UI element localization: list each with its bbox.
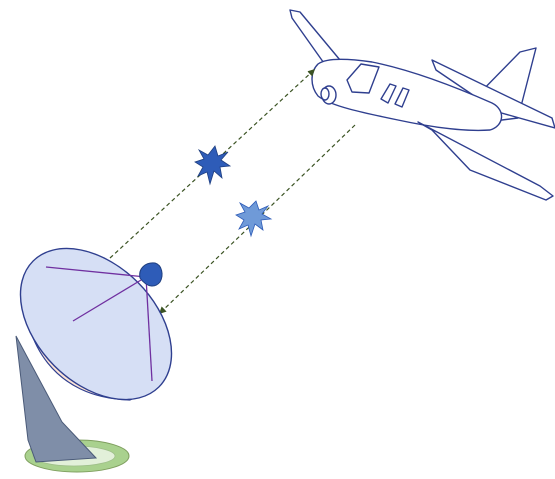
aircraft-nose-ring xyxy=(320,87,330,101)
radar-pedestal xyxy=(15,335,98,463)
radar-dish xyxy=(15,247,173,473)
aircraft-lower-wing xyxy=(417,121,554,201)
radar-feed-struts xyxy=(45,266,153,382)
transmitted-pulse-icon xyxy=(194,145,232,186)
aircraft-window xyxy=(380,83,397,104)
transmitted-signal-line xyxy=(109,69,316,259)
echo-pulse-icon xyxy=(235,200,273,238)
radar-feed-horn-icon xyxy=(139,262,163,287)
aircraft xyxy=(289,9,555,201)
aircraft-windshield xyxy=(346,63,380,94)
aircraft-stabilizer xyxy=(431,59,555,129)
aircraft-window xyxy=(394,87,410,108)
